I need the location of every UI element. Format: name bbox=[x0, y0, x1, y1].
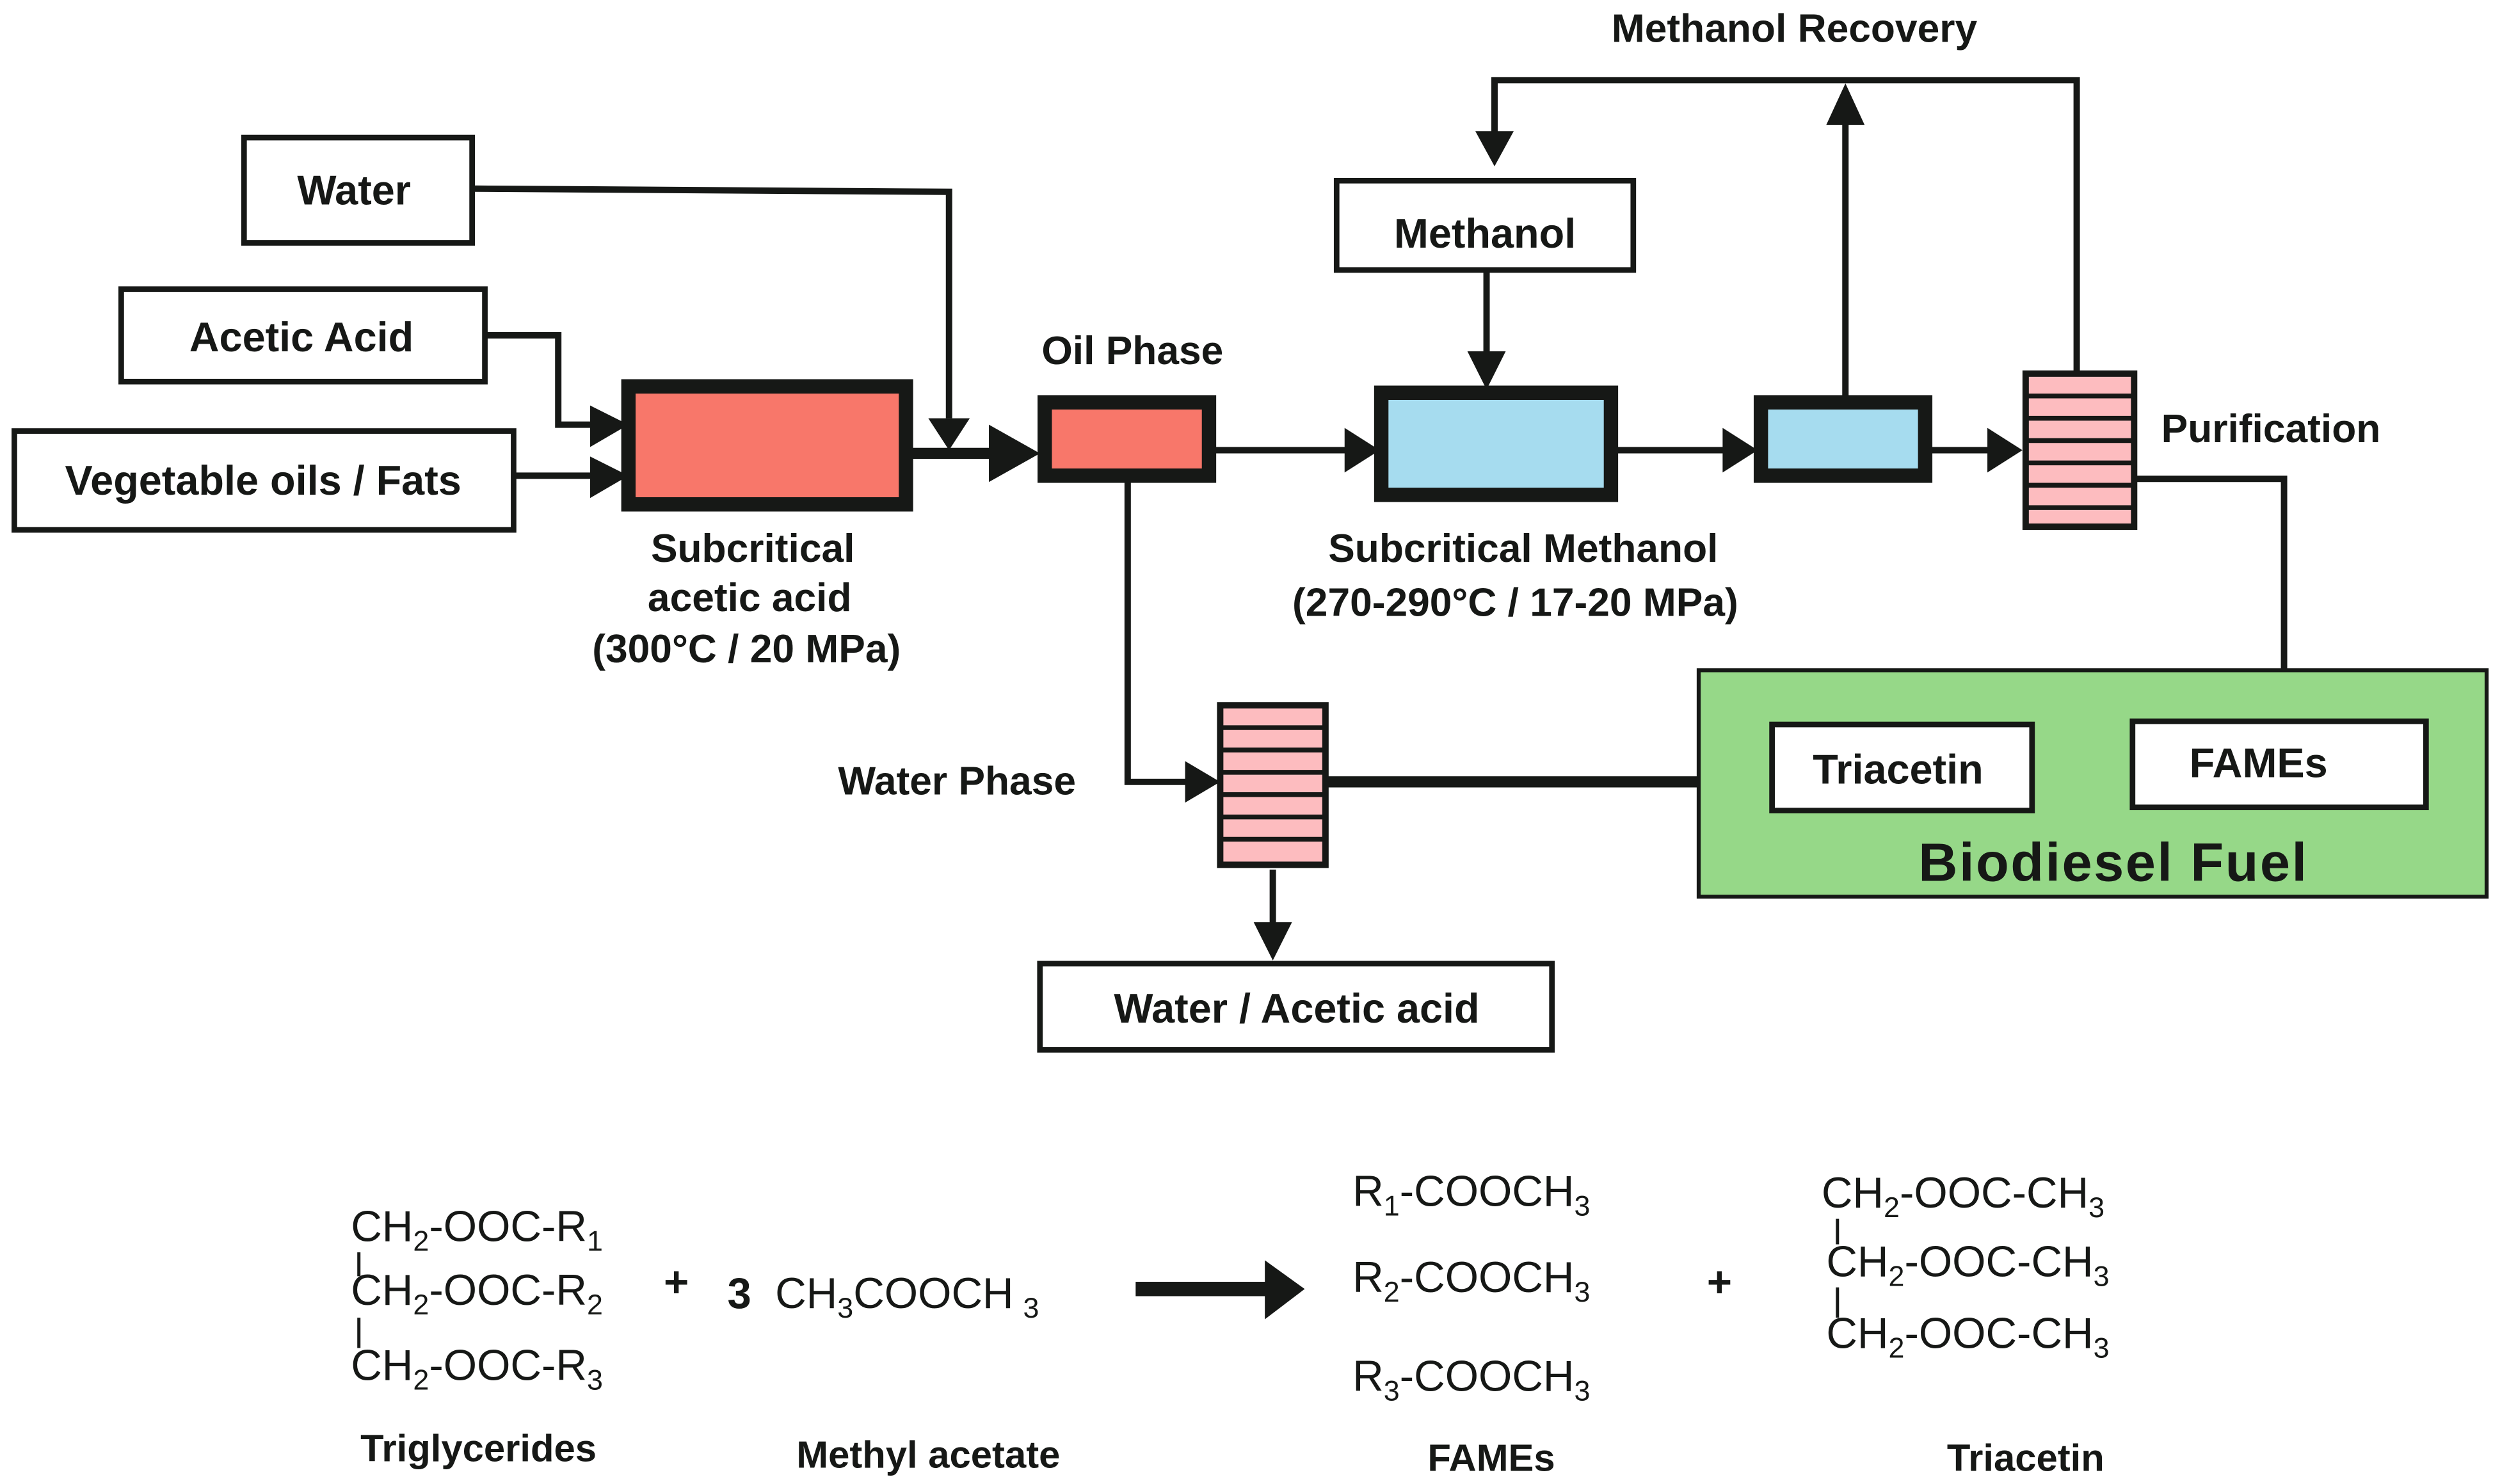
fame-line-3: R3-COOCH3 bbox=[1352, 1353, 1590, 1407]
acetic-feed-line bbox=[485, 332, 594, 428]
methyl-acetate-name: Methyl acetate bbox=[796, 1433, 1060, 1476]
acetic-acid-input: Acetic Acid bbox=[118, 286, 488, 385]
triglyceride-line-1: CH2-OOC-R1 bbox=[351, 1202, 603, 1257]
triglycerides-name: Triglycerides bbox=[360, 1426, 597, 1469]
vegetable-oils-box bbox=[12, 428, 517, 533]
acetic-acid-reactor-box bbox=[621, 379, 913, 512]
connectors bbox=[472, 77, 2304, 961]
oil-phase-separator: Oil Phase bbox=[1038, 329, 1223, 483]
water-phase-column: Water Phase bbox=[838, 702, 1329, 868]
methanol-recovery-loop-line bbox=[1491, 77, 2080, 372]
methanol-separator: Methanol Recovery bbox=[1612, 7, 1978, 483]
purification-column-body bbox=[2022, 370, 2138, 531]
vegetable-oils-input: Vegetable oils / Fats bbox=[12, 428, 517, 533]
methanol-feed-arrowhead bbox=[1467, 351, 1506, 390]
acetic-feed-arrowhead bbox=[590, 405, 629, 447]
water-phase-label: Water Phase bbox=[838, 760, 1076, 804]
triacetin-box bbox=[1769, 721, 2035, 814]
triglyceride-line-3: CH2-OOC-R3 bbox=[351, 1341, 603, 1396]
reaction-arrow-icon bbox=[1265, 1260, 1305, 1320]
acetic-acid-label: Acetic Acid bbox=[189, 314, 413, 360]
triacetin-name: Triacetin bbox=[1947, 1436, 2104, 1479]
fames-label: FAMEs bbox=[2190, 739, 2328, 786]
fame-line-2: R2-COOCH3 bbox=[1352, 1254, 1590, 1308]
plus-sign: + bbox=[664, 1259, 689, 1307]
water-feed-line bbox=[472, 185, 952, 419]
water-acetic-output: Water / Acetic acid bbox=[1037, 961, 1555, 1053]
water-acetic-arrowhead bbox=[1253, 922, 1292, 961]
triacetin-line-3: CH2-OOC-CH3 bbox=[1826, 1309, 2109, 1364]
oil-phase-arrowhead bbox=[989, 424, 1040, 483]
coefficient: 3 bbox=[727, 1270, 751, 1318]
methanol-reactor-conditions: (270-290°C / 17-20 MPa) bbox=[1292, 581, 1738, 625]
acetic-acid-reactor: Subcritical acetic acid (300°C / 20 MPa) bbox=[592, 379, 913, 671]
biodiesel-panel: Triacetin FAMEs Biodiesel Fuel bbox=[1696, 668, 2489, 899]
plus-sign: + bbox=[1707, 1259, 1732, 1307]
methanol-reactor: Subcritical Methanol (270-290°C / 17-20 … bbox=[1292, 385, 1738, 625]
oil-phase-label: Oil Phase bbox=[1041, 329, 1223, 373]
methanol-reactor-box bbox=[1374, 385, 1619, 502]
purification-column: Purification bbox=[2022, 370, 2381, 531]
purification-to-fames-line bbox=[2134, 475, 2288, 687]
methanol-input: Methanol bbox=[1333, 177, 1637, 273]
oil-phase-box bbox=[1038, 395, 1217, 483]
purification-label: Purification bbox=[2161, 407, 2381, 451]
acetic-reactor-label-line2: acetic acid bbox=[648, 576, 852, 620]
reaction-equation: CH2-OOC-R1 CH2-OOC-R2 CH2-OOC-R3 Triglyc… bbox=[351, 1168, 2109, 1480]
water-acetic-box bbox=[1037, 961, 1555, 1053]
water-input: Water bbox=[241, 134, 475, 246]
methanol-reactor-label: Subcritical Methanol bbox=[1328, 527, 1718, 571]
water-feed-arrowhead bbox=[928, 418, 970, 451]
purification-arrowhead bbox=[1987, 427, 2023, 473]
triglyceride-line-2: CH2-OOC-R2 bbox=[351, 1266, 603, 1321]
methanol-reactor-arrowhead bbox=[1344, 427, 1380, 473]
triacetin-line-2: CH2-OOC-CH3 bbox=[1826, 1238, 2109, 1292]
fames-box bbox=[2129, 718, 2429, 811]
fame-line-1: R1-COOCH3 bbox=[1352, 1168, 1590, 1222]
acetic-reactor-conditions: (300°C / 20 MPa) bbox=[592, 627, 901, 671]
water-phase-arrowhead bbox=[1185, 761, 1221, 803]
separator-arrowhead bbox=[1722, 427, 1758, 473]
methanol-separator-box bbox=[1753, 395, 1933, 483]
triacetin-label: Triacetin bbox=[1813, 746, 1983, 792]
methanol-recovery-arrowhead bbox=[1826, 83, 1865, 125]
fames-name: FAMEs bbox=[1427, 1436, 1555, 1479]
triacetin-line-1: CH2-OOC-CH3 bbox=[1822, 1169, 2104, 1224]
triglycerides-formula: CH2-OOC-R1 CH2-OOC-R2 CH2-OOC-R3 Triglyc… bbox=[351, 1202, 603, 1469]
methanol-recovery-label: Methanol Recovery bbox=[1612, 7, 1978, 51]
water-box bbox=[241, 134, 475, 246]
triacetin-formula: CH2-OOC-CH3 CH2-OOC-CH3 CH2-OOC-CH3 Tria… bbox=[1822, 1169, 2110, 1479]
acetic-acid-box bbox=[118, 286, 488, 385]
water-label: Water bbox=[297, 167, 411, 214]
methanol-label: Methanol bbox=[1394, 210, 1576, 257]
acetic-reactor-label-line1: Subcritical bbox=[651, 527, 855, 571]
vegetable-oils-label: Vegetable oils / Fats bbox=[65, 457, 461, 504]
water-phase-line bbox=[1124, 479, 1189, 785]
methanol-box bbox=[1333, 177, 1637, 273]
biodiesel-title: Biodiesel Fuel bbox=[1918, 831, 2308, 892]
water-acetic-label: Water / Acetic acid bbox=[1114, 985, 1479, 1032]
methanol-return-arrowhead bbox=[1475, 131, 1514, 166]
oil-feed-arrowhead bbox=[590, 456, 629, 499]
fames-formula: R1-COOCH3 R2-COOCH3 R3-COOCH3 FAMEs bbox=[1352, 1168, 1590, 1480]
